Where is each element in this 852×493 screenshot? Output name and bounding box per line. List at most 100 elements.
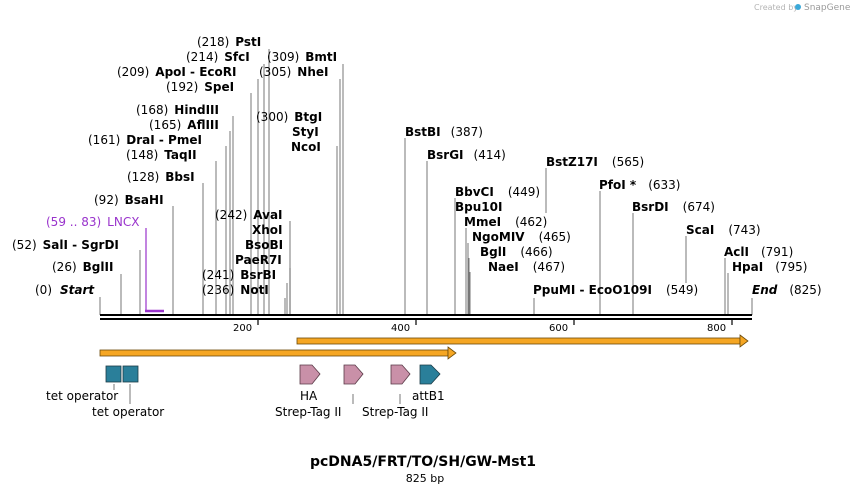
enzyme-label-taqii: TaqII <box>164 148 196 162</box>
svg-text:MmeI(462): MmeI(462) <box>464 215 547 229</box>
svg-text:BstBI(387): BstBI(387) <box>405 125 483 139</box>
svg-text:(165)AflIII: (165)AflIII <box>149 118 219 132</box>
svg-text:(305)NheI: (305)NheI <box>259 65 328 79</box>
enzyme-label-bbsi: BbsI <box>165 170 194 184</box>
svg-text:(59 .. 83)LNCX: (59 .. 83)LNCX <box>46 215 139 229</box>
feature-tet-operator-2[interactable] <box>122 365 139 383</box>
map-title: pcDNA5/FRT/TO/SH/GW-Mst1 <box>310 454 536 470</box>
ruler-label-400: 400 <box>391 323 410 334</box>
svg-text:(192)SpeI: (192)SpeI <box>166 80 234 94</box>
enzyme-label-drai-pmei: DraI - PmeI <box>126 133 202 147</box>
enzyme-label-spei: SpeI <box>204 80 234 94</box>
enzyme-label-bpu10i: Bpu10I <box>455 200 502 214</box>
enzyme-label-paer7i: PaeR7I <box>235 253 282 267</box>
svg-text:(218)PstI: (218)PstI <box>197 35 261 49</box>
feature-strep-tag-1-arrow[interactable] <box>343 364 364 385</box>
snapgene-watermark: Created by SnapGene <box>754 3 851 13</box>
svg-text:(214)SfcI: (214)SfcI <box>186 50 250 64</box>
enzyme-label-sali-sgrdi: SalI - SgrDI <box>43 238 119 252</box>
svg-text:(309)BmtI: (309)BmtI <box>267 50 337 64</box>
enzyme-label-bglii: BglII <box>83 260 114 274</box>
svg-text:HpaI(795): HpaI(795) <box>732 260 807 274</box>
enzyme-label-ppumi-ecoo109i: PpuMI - EcoO109I <box>533 283 652 297</box>
enzyme-label-noti: NotI <box>240 283 269 297</box>
svg-text:(0)Start: (0)Start <box>35 283 95 297</box>
svg-text:(209)ApoI - EcoRI: (209)ApoI - EcoRI <box>117 65 236 79</box>
svg-text:Created by: Created by <box>754 3 798 12</box>
svg-text:(128)BbsI: (128)BbsI <box>127 170 195 184</box>
svg-text:(148)TaqII: (148)TaqII <box>126 148 197 162</box>
ruler-label-600: 600 <box>549 323 568 334</box>
feature-label-ha: HA <box>300 389 318 403</box>
ruler: 200 400 600 800 <box>233 319 733 334</box>
enzyme-label-styi: StyI <box>292 125 319 139</box>
enzyme-label-bbvci: BbvCI <box>455 185 494 199</box>
enzyme-label-acli: AclI <box>724 245 749 259</box>
enzyme-label-end: End <box>752 283 778 297</box>
feature-label-tet-operator-2: tet operator <box>92 405 164 419</box>
feature-label-lncx: LNCX <box>107 215 139 229</box>
svg-text:(168)HindIII: (168)HindIII <box>136 103 219 117</box>
enzyme-label-bsahi: BsaHI <box>125 193 164 207</box>
svg-text:(300)BtgI: (300)BtgI <box>256 110 322 124</box>
svg-text:End(825): End(825) <box>752 283 822 297</box>
ruler-label-800: 800 <box>707 323 726 334</box>
lncx-primer[interactable] <box>145 228 164 313</box>
orf-arrow-2[interactable] <box>296 334 749 348</box>
enzyme-label-bsrbi: BsrBI <box>240 268 276 282</box>
svg-text:NgoMIV(465): NgoMIV(465) <box>472 230 571 244</box>
feature-leader-lines <box>113 384 401 404</box>
svg-text:BglI(466): BglI(466) <box>480 245 553 259</box>
enzyme-label-bsobi: BsoBI <box>245 238 283 252</box>
svg-text:BsrDI(674): BsrDI(674) <box>632 200 715 214</box>
svg-text:(52)SalI - SgrDI: (52)SalI - SgrDI <box>12 238 119 252</box>
enzyme-label-bsrgi: BsrGI <box>427 148 464 162</box>
enzyme-label-hpai: HpaI <box>732 260 763 274</box>
ruler-label-200: 200 <box>233 323 252 334</box>
svg-text:PpuMI - EcoO109I(549): PpuMI - EcoO109I(549) <box>533 283 698 297</box>
enzyme-label-bmti: BmtI <box>305 50 337 64</box>
svg-text:BstZ17I(565): BstZ17I(565) <box>546 155 644 169</box>
enzyme-labels: (0)Start (26)BglII (52)SalI - SgrDI (59 … <box>12 35 822 297</box>
svg-text:SnapGene: SnapGene <box>804 3 851 13</box>
feature-strep-tag-2-arrow[interactable] <box>390 364 411 385</box>
enzyme-label-avai: AvaI <box>253 208 282 222</box>
feature-ha-arrow[interactable] <box>299 364 321 385</box>
enzyme-label-mmei: MmeI <box>464 215 501 229</box>
enzyme-label-bgli: BglI <box>480 245 506 259</box>
feature-label-strep-tag-2: Strep-Tag II <box>362 405 428 419</box>
enzyme-label-xhoi: XhoI <box>252 223 283 237</box>
svg-text:BbvCI(449): BbvCI(449) <box>455 185 540 199</box>
feature-tet-operator-1[interactable] <box>105 365 122 383</box>
feature-label-strep-tag-1: Strep-Tag II <box>275 405 341 419</box>
svg-text:(26)BglII: (26)BglII <box>52 260 113 274</box>
map-length-label: 825 bp <box>406 472 444 485</box>
feature-label-tet-operator-1: tet operator <box>46 389 118 403</box>
feature-attb1-arrow[interactable] <box>419 364 441 385</box>
svg-text:(236)NotI: (236)NotI <box>202 283 269 297</box>
orf-arrow-1[interactable] <box>99 346 457 360</box>
enzyme-label-btgi: BtgI <box>294 110 322 124</box>
feature-label-attb1: attB1 <box>412 389 445 403</box>
svg-text:ScaI(743): ScaI(743) <box>686 223 761 237</box>
enzyme-label-hindiii: HindIII <box>174 103 219 117</box>
enzyme-label-naei: NaeI <box>488 260 519 274</box>
svg-text:BsrGI(414): BsrGI(414) <box>427 148 506 162</box>
enzyme-label-ngomiv: NgoMIV <box>472 230 525 244</box>
svg-text:(241)BsrBI: (241)BsrBI <box>202 268 276 282</box>
sequence-backbone[interactable] <box>100 314 752 320</box>
snapgene-logo-icon <box>795 4 801 10</box>
enzyme-label-sfci: SfcI <box>224 50 249 64</box>
svg-text:(242)AvaI: (242)AvaI <box>215 208 283 222</box>
feature-labels: tet operator tet operator HA Strep-Tag I… <box>46 389 445 419</box>
enzyme-label-bsrdi: BsrDI <box>632 200 669 214</box>
svg-text:NaeI(467): NaeI(467) <box>488 260 565 274</box>
enzyme-label-apoi-ecori: ApoI - EcoRI <box>155 65 236 79</box>
svg-text:AclI(791): AclI(791) <box>724 245 793 259</box>
enzyme-label-psti: PstI <box>235 35 261 49</box>
enzyme-label-ncoi: NcoI <box>291 140 321 154</box>
enzyme-label-scai: ScaI <box>686 223 714 237</box>
svg-text:(161)DraI - PmeI: (161)DraI - PmeI <box>88 133 202 147</box>
